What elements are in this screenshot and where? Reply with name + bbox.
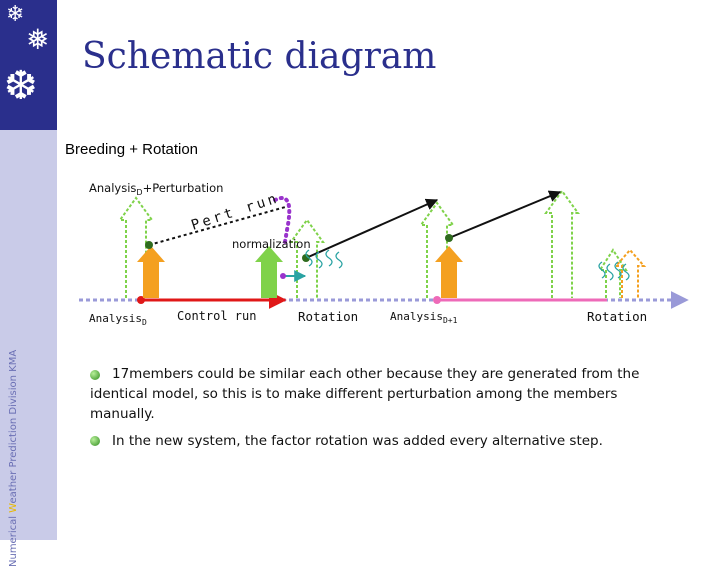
sidebar: ❄ ❅ ❆ Numerical Weather Prediction Divis… [0,0,57,540]
trajectory-2 [306,200,437,258]
snowflake-icon: ❆ [4,66,38,106]
analysis-perturbation-label: AnalysisD+Perturbation [89,181,223,197]
schematic-diagram: AnalysisD+Perturbation Pert run normaliz… [57,170,720,340]
snowflake-icon: ❅ [26,26,49,54]
trajectory-3 [449,192,560,238]
analysis-d1-label: AnalysisD+1 [390,310,458,325]
trajectory-3-start [445,234,453,242]
orange-arrow-1 [137,246,165,298]
control-run-label: Control run [177,309,256,323]
trajectory-1-start [145,241,153,249]
bullet-paragraph-1: 17members could be similar each other be… [90,364,670,424]
rotation-label-1: Rotation [298,309,358,324]
snowflake-icon: ❄ [6,4,24,26]
perturbation-arrow-4 [546,191,578,298]
normalization-label: normalization [232,237,311,251]
rotation-label-2: Rotation [587,309,647,324]
page-title: Schematic diagram [82,36,436,77]
analysis-d1-point [433,296,441,304]
division-label: Numerical Weather Prediction Division KM… [8,127,22,567]
green-arrow-1 [255,246,283,298]
bullet-paragraph-2: In the new system, the factor rotation w… [112,431,672,451]
orange-arrow-2 [435,246,463,298]
bullet-icon [90,436,100,446]
rotation-swirl-icon [306,250,342,268]
analysis-d-label: AnalysisD [89,312,147,327]
rotation-arrow-start [280,273,286,279]
diagram-subtitle: Breeding + Rotation [65,141,198,158]
